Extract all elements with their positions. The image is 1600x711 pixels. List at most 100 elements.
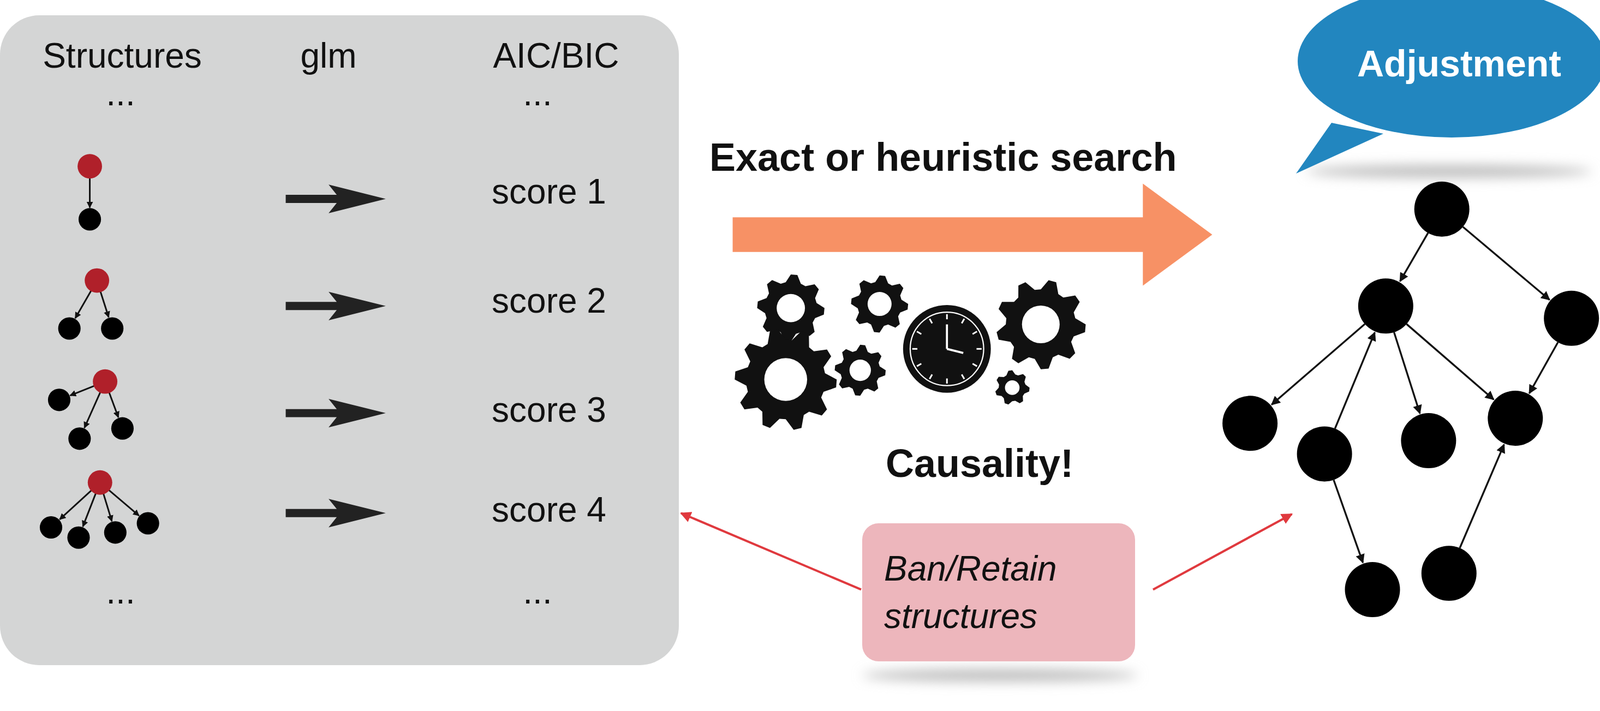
speech-bubble: Adjustment (1287, 0, 1600, 181)
graph-arrow (1529, 342, 1558, 394)
graph-node (1421, 545, 1477, 601)
icon-node (48, 388, 71, 411)
icon-root (84, 268, 110, 294)
icon-arrow (109, 391, 119, 418)
icon-node (78, 207, 101, 231)
node-text: AIC/BIC (492, 36, 619, 77)
bubble-shape (1287, 0, 1600, 181)
clock-tick (946, 314, 948, 320)
node-text: ... (105, 73, 135, 115)
graph-arrow (1463, 227, 1550, 301)
clock-tick (916, 331, 922, 335)
clock-tick (946, 378, 948, 384)
icon-root (77, 153, 103, 179)
node-text: ... (105, 571, 135, 613)
table-panel: Structures glm AIC/BIC...... score 1 score 2… (0, 15, 679, 666)
icon-node (136, 511, 160, 535)
glm-arrow (285, 291, 386, 321)
bubble-body (1297, 0, 1600, 138)
icon-arrow (88, 177, 91, 208)
heading-label: Exact or heuristic search (709, 134, 1177, 181)
gear (734, 329, 837, 431)
clock-tick (929, 374, 933, 379)
graph-node (1358, 278, 1414, 334)
graph-node (1543, 290, 1599, 346)
graph-arrow (1394, 332, 1420, 414)
graph-node (1414, 181, 1470, 237)
icon-node (67, 526, 90, 549)
node-text: glm (300, 36, 357, 77)
shadow (1305, 165, 1592, 178)
clock-tick (961, 318, 965, 324)
graph-arrow (1333, 479, 1364, 563)
clock-tick (972, 363, 977, 367)
gear (996, 279, 1086, 369)
gear (756, 274, 825, 342)
graph-arrow (1459, 444, 1504, 549)
graph-node (1400, 413, 1456, 469)
clock (903, 305, 991, 393)
clock-hand (945, 324, 948, 349)
node-text: Adjustment (1357, 42, 1562, 85)
bubble-tail (1296, 122, 1384, 174)
clock-tick (912, 348, 918, 350)
node-text: score 4 (491, 490, 607, 531)
gear (834, 344, 886, 396)
big-arrow (732, 183, 1213, 286)
icon-arrow (75, 290, 92, 319)
constraint-box: Ban/Retain structures (862, 523, 1136, 662)
graph-node (1297, 426, 1353, 482)
graph-node (1345, 562, 1401, 618)
icon-node (104, 521, 127, 544)
icon-arrow (108, 490, 140, 517)
gear-hole (764, 357, 808, 402)
gear-hole (867, 291, 892, 316)
icon-node (100, 317, 124, 340)
icon-node (68, 427, 91, 450)
graph-node (1222, 395, 1278, 451)
icon-arrow (69, 385, 95, 396)
clock-tick (961, 374, 965, 379)
causal-graph (1222, 181, 1599, 618)
clock-tick (972, 331, 977, 335)
clock-tick (976, 348, 982, 350)
clock-hand (946, 348, 964, 353)
gear-hole (1022, 305, 1060, 344)
constraint-arrow (681, 512, 862, 590)
icon-arrow (84, 391, 101, 428)
gears-icon (734, 274, 1086, 431)
heading-label: Causality! (885, 440, 1074, 487)
clock-ring (910, 312, 984, 386)
graph-arrow (1400, 233, 1429, 282)
shadow (862, 669, 1138, 682)
graph-arrow (1334, 332, 1375, 429)
icon-node (111, 417, 134, 440)
clock-tick (929, 318, 933, 324)
graph-arrow (1406, 324, 1494, 400)
glm-arrow (285, 398, 386, 428)
icon-root (92, 369, 118, 394)
graph-node (1487, 390, 1543, 446)
gear-hole (776, 294, 805, 323)
glm-arrow (285, 184, 386, 213)
node-text: Ban/Retain structures (884, 545, 1114, 640)
leader-arrow (1153, 514, 1292, 590)
node-text: score 3 (491, 390, 607, 431)
node-text: Structures (42, 36, 202, 77)
clock-tick (916, 363, 922, 367)
node-text: score 2 (491, 281, 607, 322)
icon-arrow (100, 291, 109, 318)
glm-arrow (285, 498, 386, 528)
icon-arrow (103, 493, 112, 522)
gear (995, 370, 1030, 405)
icon-root (87, 470, 113, 495)
node-text: ... (522, 571, 552, 613)
gear (850, 275, 909, 333)
node-text: score 1 (491, 171, 607, 213)
icon-node (58, 317, 81, 340)
gear-hole (1005, 380, 1020, 396)
icon-arrow (82, 492, 97, 527)
node-text: ... (522, 73, 552, 115)
icon-node (39, 516, 63, 539)
gear-hole (849, 359, 871, 381)
